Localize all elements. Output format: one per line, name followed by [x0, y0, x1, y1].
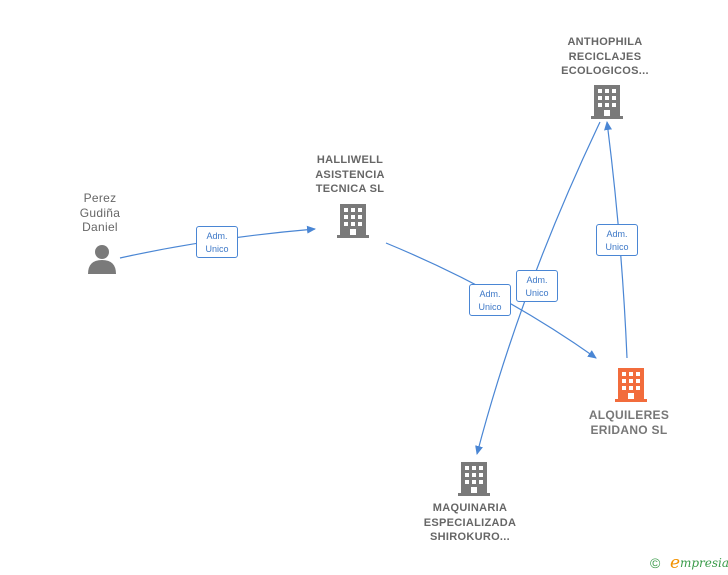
node-label-halliwell[interactable]: HALLIWELL ASISTENCIA TECNICA SL [315, 154, 385, 195]
building-icon-halliwell[interactable] [337, 204, 369, 238]
node-label-maquinaria[interactable]: MAQUINARIA ESPECIALIZADA SHIROKURO... [423, 502, 517, 543]
node-label-alquileres[interactable]: ALQUILERES ERIDANO SL [588, 408, 670, 437]
building-icon-anthophila[interactable] [591, 85, 623, 119]
brand-logo-initial: e [670, 553, 681, 573]
node-label-anthophila[interactable]: ANTHOPHILA RECICLAJES ECOLOGICOS... [561, 36, 649, 77]
edge-label-halliwell-alquileres[interactable]: Adm. Unico [469, 284, 511, 316]
edge-label-alquileres-anthophila[interactable]: Adm. Unico [596, 224, 638, 256]
node-label-person[interactable]: Perez Gudiña Daniel [79, 191, 121, 234]
edge-label-anthophila-maquinaria[interactable]: Adm. Unico [516, 270, 558, 302]
copyright-symbol: © [650, 555, 661, 571]
edge-label-person-halliwell[interactable]: Adm. Unico [196, 226, 238, 258]
brand-logo-text: mpresia [680, 556, 728, 570]
person-icon[interactable] [88, 245, 116, 274]
building-icon-maquinaria[interactable] [458, 462, 490, 496]
building-icon-alquileres[interactable] [615, 368, 647, 402]
